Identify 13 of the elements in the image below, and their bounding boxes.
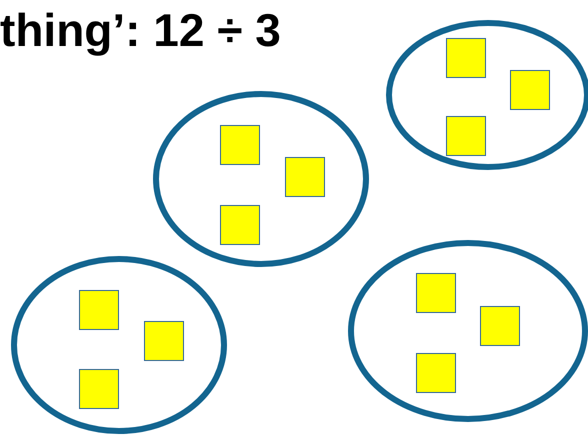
- counter-square: [416, 273, 456, 313]
- counter-square: [446, 38, 486, 78]
- counter-square: [220, 125, 260, 165]
- counter-square: [144, 321, 184, 361]
- counter-square: [446, 116, 486, 156]
- counter-square: [220, 205, 260, 245]
- counter-square: [285, 157, 325, 197]
- title: thing’: 12 ÷ 3: [0, 3, 281, 58]
- counter-square: [416, 353, 456, 393]
- counter-square: [510, 70, 550, 110]
- counter-square: [79, 290, 119, 330]
- counter-square: [480, 306, 520, 346]
- counter-square: [79, 369, 119, 409]
